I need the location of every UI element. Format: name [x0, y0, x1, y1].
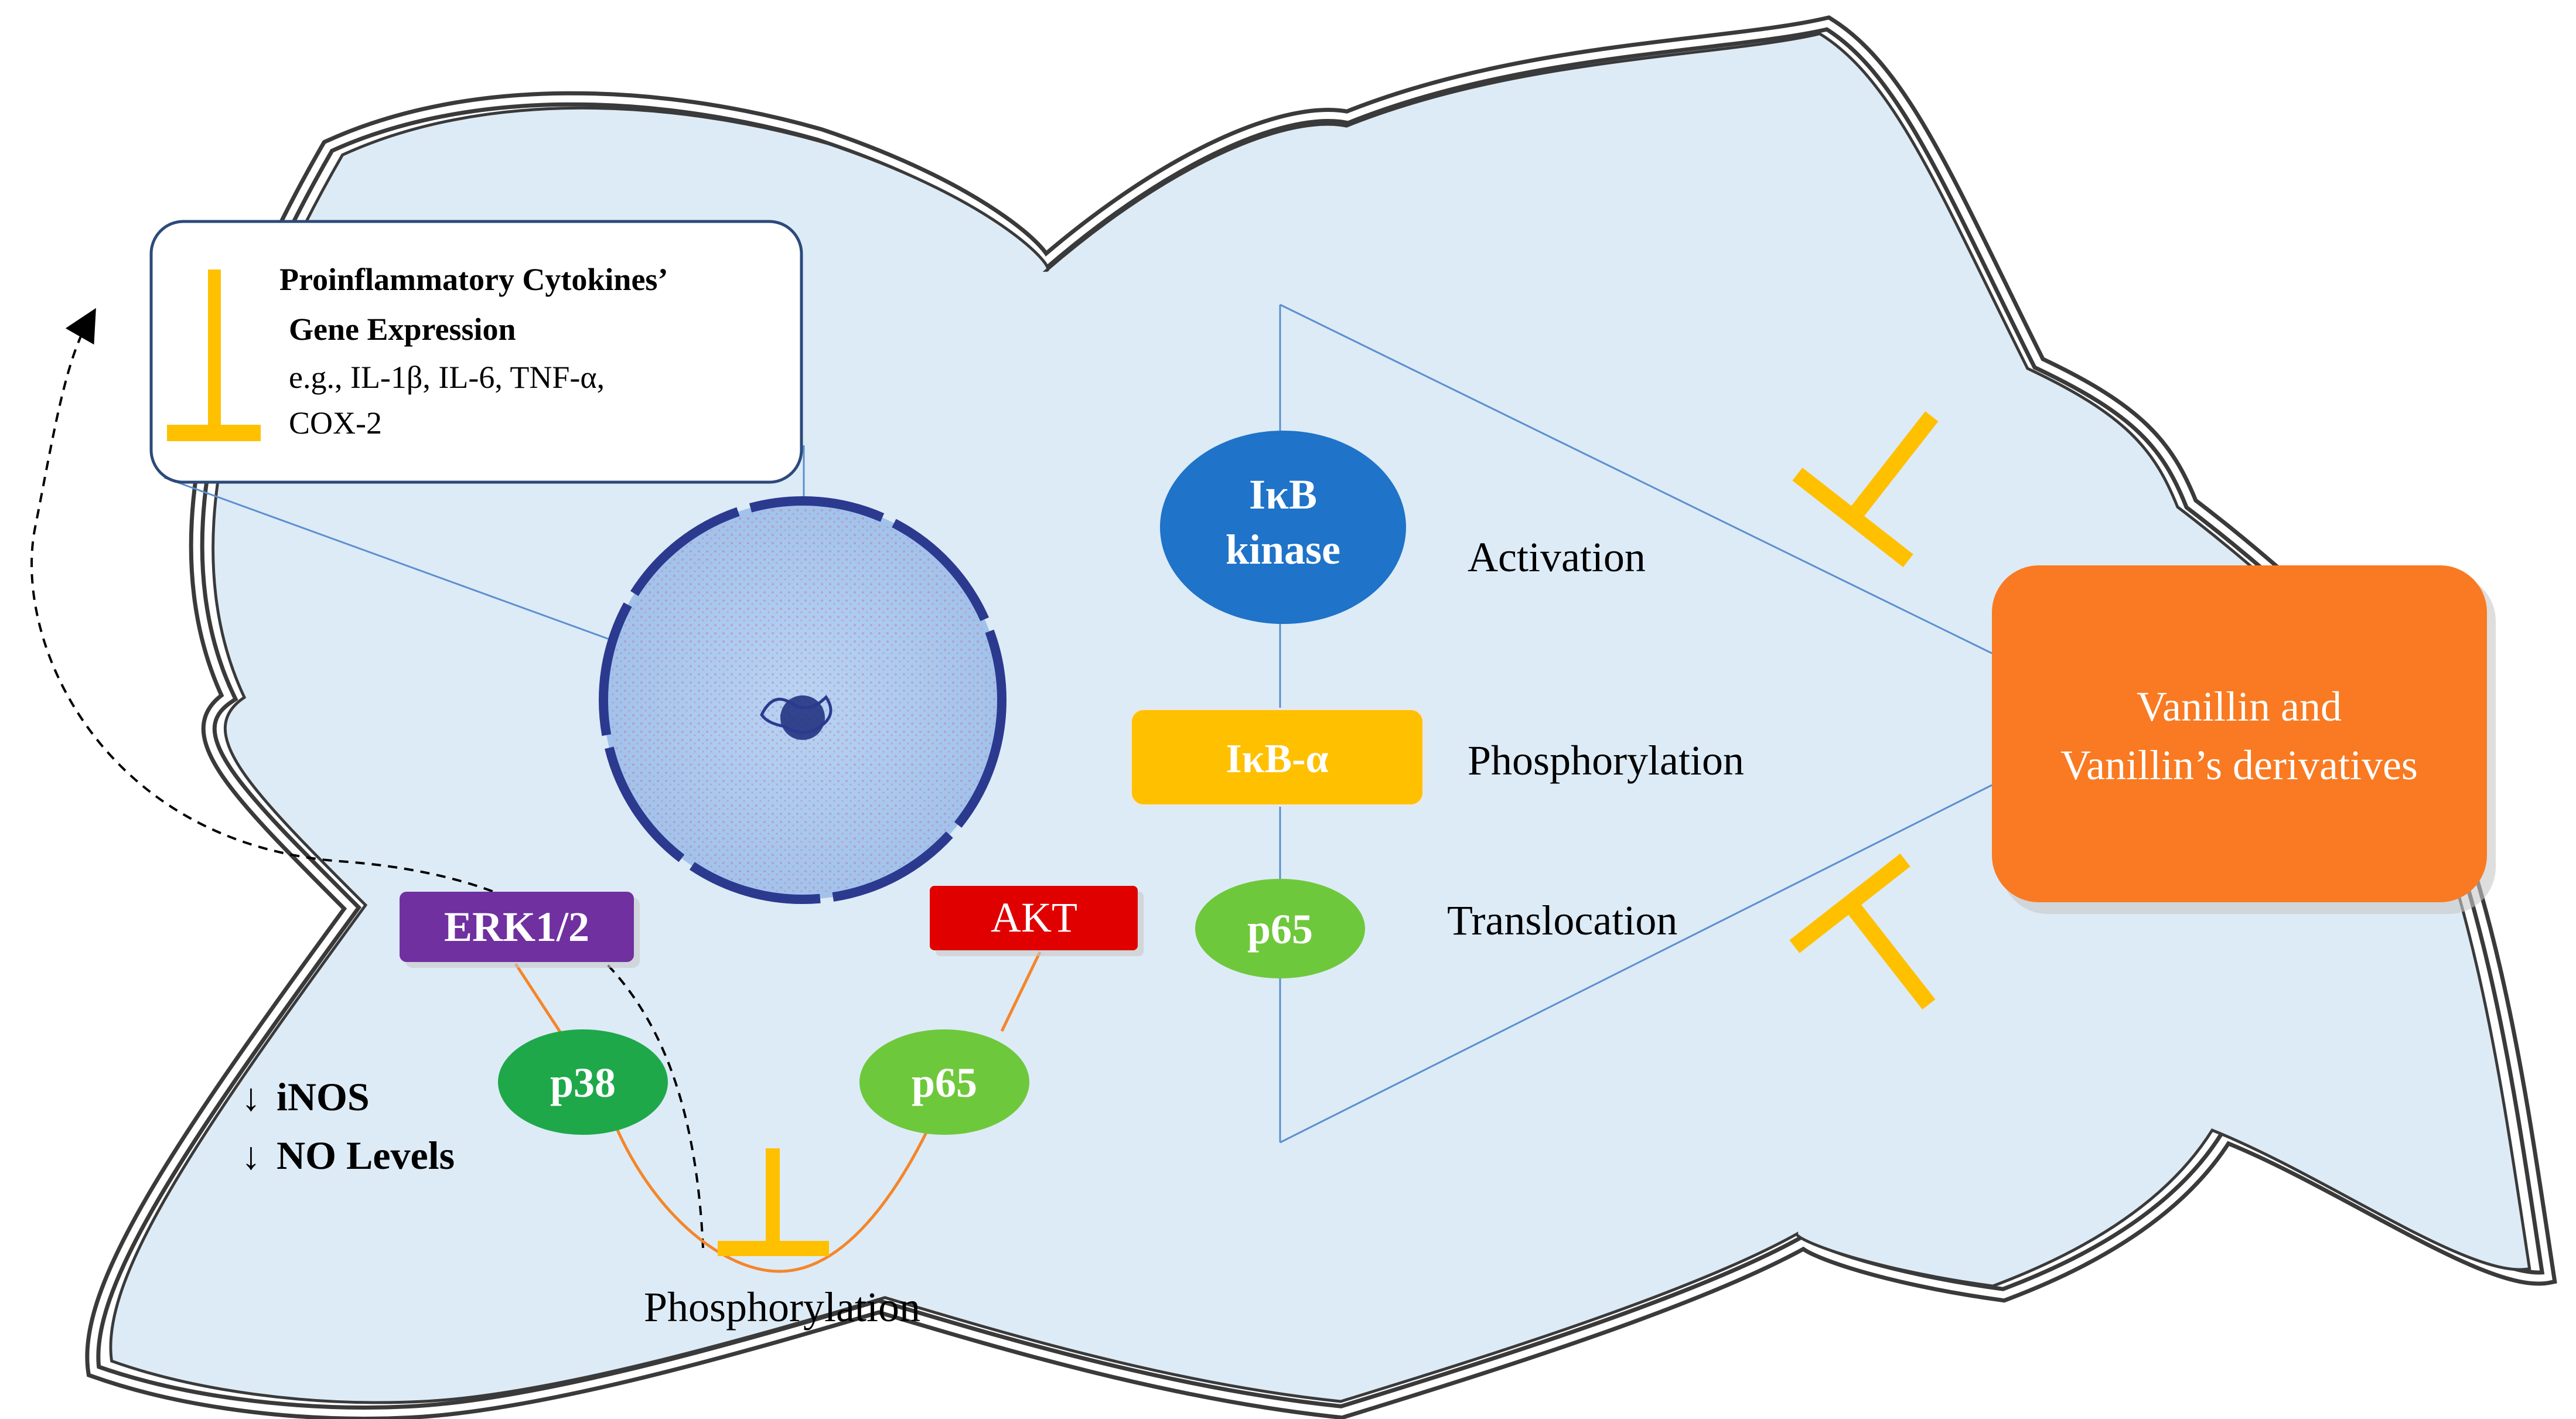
- dashed-arrow: [30, 308, 704, 1249]
- inhibitor-icon-activation: [1792, 411, 1939, 568]
- cytokine-examples-line1: e.g., IL-1β, IL-6, TNF-α,: [289, 360, 605, 395]
- erk-label: ERK1/2: [444, 903, 589, 950]
- down-arrow-inos: ↓: [241, 1076, 261, 1119]
- line-triangle-bottom: [1280, 784, 1992, 1144]
- line-akt-p65: [1000, 951, 1042, 1032]
- compound-box: Vanillin and Vanillin’s derivatives: [1992, 565, 2496, 914]
- phosphorylation-bottom-label: Phosphorylation: [644, 1284, 920, 1331]
- compound-label-line1: Vanillin and: [2137, 683, 2342, 730]
- ikb-alpha-box: [1130, 708, 1425, 807]
- line-phosphorylation-curve: [613, 1121, 933, 1273]
- ikb-kinase-node: IκB kinase: [1160, 431, 1406, 624]
- cytokine-examples-line2: COX-2: [289, 405, 382, 441]
- nucleus-envelope: [599, 496, 1006, 904]
- cytokine-box: Proinflammatory Cytokines’ Gene Expressi…: [149, 220, 803, 484]
- p65-center-node: p65: [1195, 879, 1365, 978]
- p38-ellipse: [498, 1029, 668, 1135]
- p38-label: p38: [550, 1059, 616, 1106]
- akt-box: [930, 886, 1138, 950]
- p65-center-ellipse: [1195, 879, 1365, 978]
- phosphorylation-center-label: Phosphorylation: [1468, 737, 1744, 784]
- inhibitor-icon-box-stem: [208, 270, 221, 431]
- inhibitor-icon-phosphorylation: [718, 1148, 829, 1256]
- p65-lower-ellipse: [859, 1029, 1029, 1135]
- akt-node: AKT: [930, 886, 1144, 956]
- nucleus: [599, 496, 1006, 904]
- no-levels-readout: ↓ iNOS ↓ NO Levels: [241, 1075, 455, 1178]
- orange-lines: [514, 951, 1042, 1273]
- p65-center-label: p65: [1247, 906, 1313, 953]
- nucleolus-fibers: [760, 695, 832, 734]
- p65-lower-node: p65: [859, 1029, 1029, 1135]
- ikb-kinase-label-line1: IκB: [1249, 471, 1317, 518]
- erk-box: [400, 892, 634, 962]
- compound-label-line2: Vanillin’s derivatives: [2060, 742, 2418, 789]
- inhibitor-icon-translocation: [1789, 853, 1936, 1010]
- translocation-label: Translocation: [1447, 897, 1677, 944]
- erk-node: ERK1/2: [400, 892, 640, 968]
- p38-node: p38: [498, 1029, 668, 1135]
- ikb-kinase-ellipse: [1160, 431, 1406, 624]
- cell-membrane-gap: [89, 19, 2553, 1417]
- ikb-kinase-label-line2: kinase: [1226, 526, 1340, 573]
- activation-label: Activation: [1468, 534, 1646, 581]
- down-arrow-no: ↓: [241, 1135, 261, 1178]
- line-erk-p38: [514, 963, 567, 1041]
- inhibitor-icon-box-bar: [167, 425, 261, 441]
- cytokine-title-line2: Gene Expression: [289, 312, 516, 347]
- inos-label: iNOS: [277, 1075, 370, 1119]
- compound-box-fill: [1992, 565, 2487, 902]
- no-levels-label: NO Levels: [277, 1133, 455, 1178]
- p65-lower-label: p65: [912, 1059, 977, 1106]
- ikb-alpha-label: IκB-α: [1226, 736, 1328, 782]
- line-triangle-top: [1280, 303, 1992, 654]
- ikb-alpha-node: IκB-α: [1130, 708, 1425, 807]
- cytokine-box-frame: [149, 220, 803, 484]
- cytokine-title-line1: Proinflammatory Cytokines’: [279, 262, 668, 297]
- akt-label: AKT: [991, 894, 1077, 941]
